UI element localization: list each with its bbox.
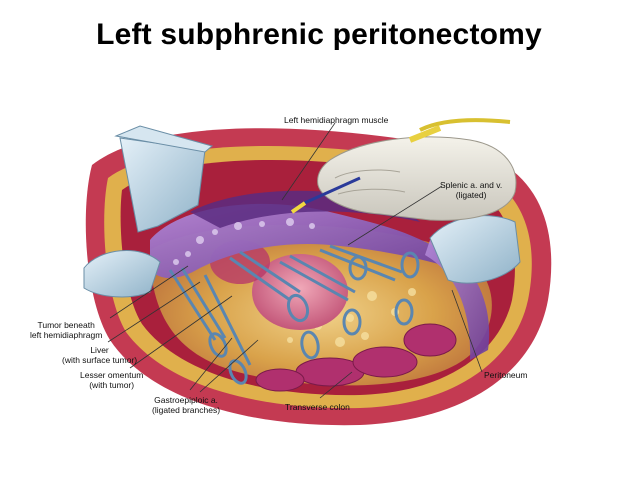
label-left-hemidiaphragm: Left hemidiaphragm muscle — [284, 115, 389, 125]
label-liver: Liver (with surface tumor) — [62, 345, 137, 365]
label-lesser-omentum: Lesser omentum (with tumor) — [80, 370, 143, 390]
peritoneum-right — [425, 240, 490, 360]
leader-lines — [107, 122, 483, 399]
label-gastro-line2: (ligated branches) — [152, 405, 221, 415]
electrocautery — [299, 176, 361, 207]
right-retractor — [429, 215, 521, 284]
label-omentum-line2: (with tumor) — [89, 380, 135, 390]
label-tumor-line1: Tumor beneath — [37, 320, 95, 330]
label-splenic-line2: (ligated) — [455, 190, 487, 200]
label-peritoneum: Peritoneum — [484, 370, 528, 380]
label-splenic: Splenic a. and v. (ligated) — [440, 180, 502, 200]
label-splenic-line1: Splenic a. and v. — [440, 180, 503, 190]
label-tumor-line2: left hemidiaphragm — [30, 330, 103, 340]
label-transverse-colon: Transverse colon — [285, 402, 350, 412]
gloved-hand — [317, 136, 517, 221]
hemostat-clamps — [168, 244, 420, 385]
label-liver-line2: (with surface tumor) — [62, 355, 138, 365]
label-gastroepiploic: Gastroepiploic a. (ligated branches) — [152, 395, 220, 415]
label-tumor: Tumor beneath left hemidiaphragm — [30, 320, 102, 340]
label-gastro-line1: Gastroepiploic a. — [154, 395, 218, 405]
slide-title: Left subphrenic peritonectomy — [96, 18, 542, 51]
label-omentum-line1: Lesser omentum — [80, 370, 144, 380]
label-liver-line1: Liver — [90, 345, 109, 355]
transverse-colon — [255, 323, 457, 392]
left-retractor-lower — [83, 250, 161, 298]
